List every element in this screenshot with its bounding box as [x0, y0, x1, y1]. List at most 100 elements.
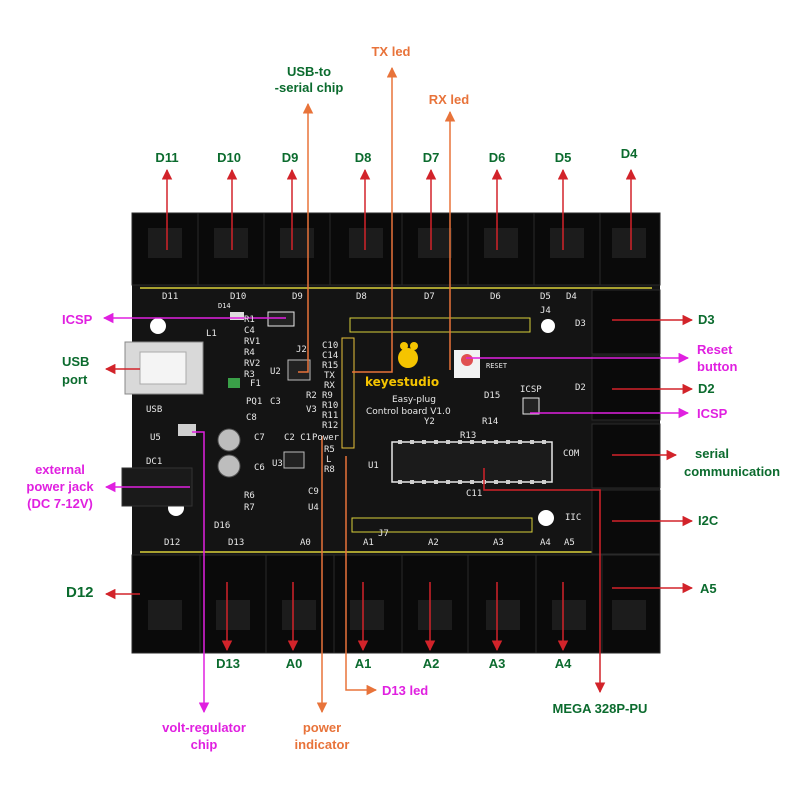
silk-a5: A5 — [564, 538, 575, 548]
label-icsp-left: ICSP — [62, 312, 93, 327]
silk-c11: C11 — [466, 489, 482, 499]
label-power-ind-1: power — [302, 720, 342, 735]
silk-c10: C10 — [322, 341, 338, 351]
silk-d10: D10 — [230, 292, 246, 302]
label-d13: D13 — [216, 656, 240, 671]
silk-usb: USB — [146, 405, 162, 415]
silk-icsp: ICSP — [520, 385, 542, 395]
silk-c3: C3 — [270, 397, 281, 407]
silk-d16: D16 — [214, 521, 230, 531]
silk-a1: A1 — [363, 538, 374, 548]
silk-reset: RESET — [486, 362, 508, 370]
label-a4: A4 — [554, 656, 572, 671]
silk-r11: R11 — [322, 411, 338, 421]
label-usb-serial-2: -serial chip — [274, 80, 344, 95]
silk-u4: U4 — [308, 503, 319, 513]
silk-d14: D14 — [218, 302, 231, 310]
silk-com: COM — [563, 449, 580, 459]
label-usb-serial-1: USB-to — [286, 64, 332, 79]
silk-rx: RX — [324, 381, 335, 391]
silk-c4: C4 — [244, 326, 255, 336]
silk-u2: U2 — [270, 367, 281, 377]
label-rx-led: RX led — [428, 92, 470, 107]
silk-pq1: PQ1 — [246, 397, 262, 407]
label-d10: D10 — [217, 150, 241, 165]
pcb-board — [132, 213, 660, 653]
label-serial-2: communication — [684, 464, 781, 479]
label-usb-port-2: port — [62, 372, 88, 387]
label-reset-2: button — [697, 359, 738, 374]
label-a0: A0 — [285, 656, 303, 671]
magenta-arrows — [102, 312, 690, 714]
silk-a0: A0 — [300, 538, 311, 548]
label-d8: D8 — [354, 150, 372, 165]
silk-iic: IIC — [565, 513, 581, 523]
silk-r7: R7 — [244, 503, 255, 513]
silk-d15: D15 — [484, 391, 500, 401]
silk-j7: J7 — [378, 529, 389, 539]
label-reset-1: Reset — [697, 342, 733, 357]
silk-d11: D11 — [162, 292, 178, 302]
silk-v3: V3 — [306, 405, 317, 415]
silk-a4: A4 — [540, 538, 551, 548]
silk-y2: Y2 — [424, 417, 435, 427]
silk-r12: R12 — [322, 421, 338, 431]
silk-r15: R15 — [322, 361, 338, 371]
label-volt-reg-2: chip — [190, 737, 218, 752]
label-a5: A5 — [700, 581, 717, 596]
silk-c7: C7 — [254, 433, 265, 443]
silk-a2: A2 — [428, 538, 439, 548]
label-i2c: I2C — [698, 513, 719, 528]
silk-a3: A3 — [493, 538, 504, 548]
silk-l1: L1 — [206, 329, 217, 339]
label-d6: D6 — [488, 150, 506, 165]
label-usb-port-1: USB — [62, 354, 90, 369]
silk-r3: R3 — [244, 370, 255, 380]
label-d3: D3 — [698, 312, 715, 327]
silk-tx: TX — [324, 371, 335, 381]
silk-d7: D7 — [424, 292, 435, 302]
silk-r4: R4 — [244, 348, 255, 358]
silk-r9: R9 — [322, 391, 333, 401]
label-mega: MEGA 328P-PU — [552, 701, 648, 716]
silk-d5: D5 — [540, 292, 551, 302]
silk-r14: R14 — [482, 417, 498, 427]
silk-r2: R2 — [306, 391, 317, 401]
silk-r13: R13 — [460, 431, 476, 441]
silk-j4: J4 — [540, 306, 551, 316]
silk-d9: D9 — [292, 292, 303, 302]
label-d5: D5 — [554, 150, 572, 165]
silk-power: Power — [312, 433, 340, 443]
label-a3: A3 — [488, 656, 506, 671]
silk-c8: C8 — [246, 413, 257, 423]
label-d9: D9 — [281, 150, 299, 165]
silk-d4: D4 — [566, 292, 577, 302]
right-arrows — [612, 314, 694, 594]
mega-arrow — [483, 468, 606, 694]
label-icsp-right: ICSP — [697, 406, 728, 421]
silk-d12: D12 — [164, 538, 180, 548]
silk-f1: F1 — [250, 379, 261, 389]
brand-text: keyestudio — [365, 375, 439, 389]
bottom-arrows — [221, 582, 569, 652]
label-ext-power-3: (DC 7-12V) — [27, 496, 93, 511]
silk-r6: R6 — [244, 491, 255, 501]
silk-c9: C9 — [308, 487, 319, 497]
silk-d13: D13 — [228, 538, 244, 548]
label-d7: D7 — [422, 150, 440, 165]
top-connectors — [131, 212, 661, 286]
silk-r5: R5 — [324, 445, 335, 455]
silk-d6: D6 — [490, 292, 501, 302]
top-arrows — [161, 168, 637, 250]
silk-c2c1: C2 C1 — [284, 433, 311, 443]
board-title-2: Control board V1.0 — [366, 407, 451, 417]
label-d12: D12 — [66, 584, 94, 601]
label-ext-power-1: external — [35, 462, 85, 477]
silk-dc1: DC1 — [146, 457, 162, 467]
label-d11: D11 — [155, 150, 179, 165]
silk-rv1: RV1 — [244, 337, 260, 347]
orange-arrows — [298, 66, 456, 714]
label-ext-power-2: power jack — [26, 479, 94, 494]
